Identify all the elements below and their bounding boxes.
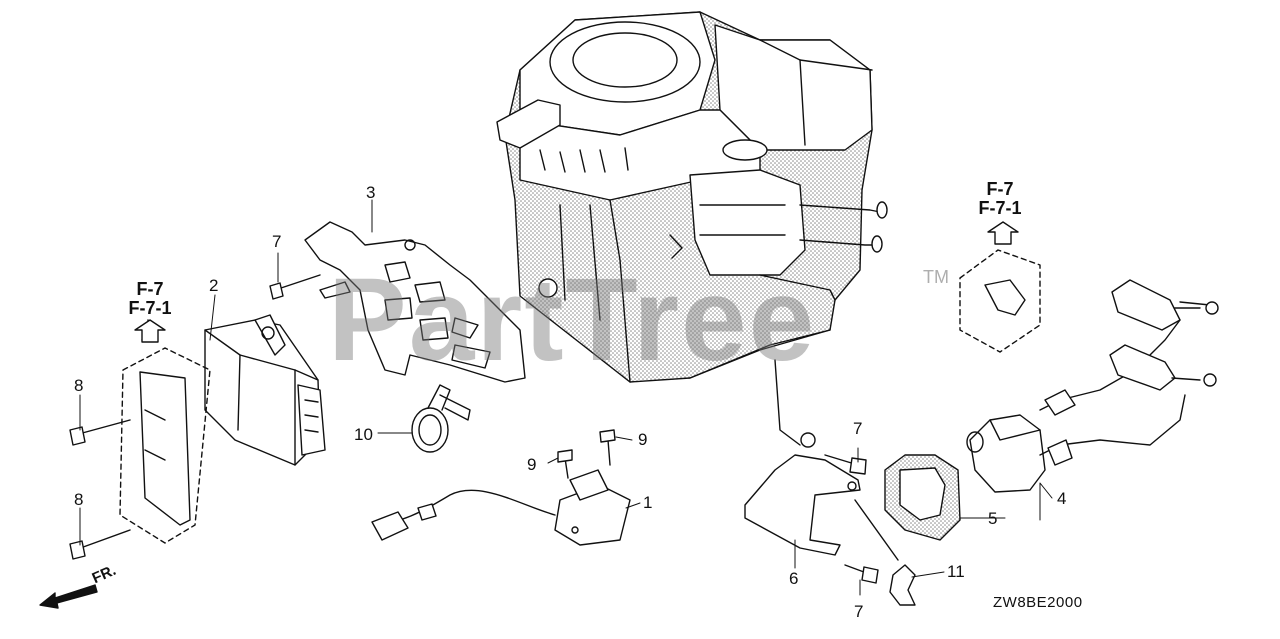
callout-8-upper: 8: [74, 376, 84, 395]
ref-box-left: [119, 319, 211, 544]
watermark: PartTree: [328, 254, 817, 386]
callout-6: 6: [789, 569, 799, 588]
callout-4: 4: [1057, 489, 1067, 508]
callout-2: 2: [209, 276, 219, 295]
bolt-8-lower: [69, 529, 131, 560]
callout-3: 3: [366, 183, 376, 202]
callout-9-left: 9: [527, 455, 537, 474]
callout-7-mid: 7: [853, 419, 863, 438]
bolt-7-mid: [824, 454, 867, 475]
callout-8-lower: 8: [74, 490, 84, 509]
callout-1: 1: [643, 493, 653, 512]
front-arrow-icon: [39, 584, 98, 609]
callout-9-right: 9: [638, 430, 648, 449]
ref-label-left: F-7 F-7-1: [118, 280, 182, 318]
bracket-part-6: [744, 359, 861, 556]
bolt-8-upper: [69, 419, 131, 446]
callout-5: 5: [988, 509, 998, 528]
bolt-7-upper: [269, 274, 321, 300]
control-unit-part-2: [204, 314, 326, 466]
engine: [496, 11, 888, 383]
callout-11: 11: [947, 562, 965, 581]
ref-left-line-1: F-7: [136, 279, 164, 299]
screw-9-b: [599, 429, 616, 466]
sensor-part-1: [371, 469, 631, 546]
clip-part-11: [854, 499, 916, 606]
callout-10: 10: [354, 425, 373, 444]
clamp-part-10: [411, 384, 471, 453]
diagram-code: ZW8BE2000: [993, 594, 1083, 611]
callout-7-lower: 7: [854, 602, 864, 621]
boot-part-5: [884, 454, 961, 541]
leader-lines: [79, 199, 1053, 596]
callout-7-upper: 7: [272, 232, 282, 251]
ref-right-line-1: F-7: [986, 179, 1014, 199]
bracket-plate-part-3: [304, 221, 526, 383]
ignition-coil-part-4: [966, 279, 1219, 493]
ref-box-right: [959, 221, 1041, 353]
screw-9-a: [557, 449, 573, 479]
trademark-mark: TM: [923, 267, 949, 287]
ref-label-right: F-7 F-7-1: [968, 180, 1032, 218]
bolt-7-lower: [844, 564, 879, 584]
ref-left-line-2: F-7-1: [128, 297, 172, 318]
ref-right-line-2: F-7-1: [978, 197, 1022, 218]
